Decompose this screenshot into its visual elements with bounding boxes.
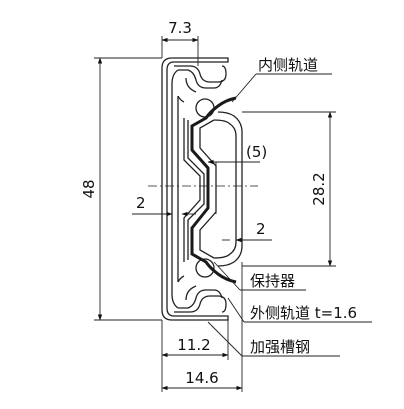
callout-inner-rail: 内侧轨道 bbox=[231, 56, 332, 103]
channel-outline bbox=[161, 57, 229, 321]
callout-channel: 加强槽钢 bbox=[207, 321, 340, 357]
dim-top-width: 7.3 bbox=[161, 19, 199, 66]
dim-bottom-total: 14.6 bbox=[161, 262, 243, 392]
dim-top-width-value: 7.3 bbox=[168, 19, 192, 37]
dim-bottom-total-value: 14.6 bbox=[185, 369, 218, 387]
dim-bottom-inner: 11.2 bbox=[161, 320, 229, 392]
outer-rail-top-curl bbox=[174, 65, 227, 83]
center-lines bbox=[148, 166, 258, 214]
bottom-ball bbox=[195, 258, 215, 278]
dim-inner-height: 28.2 bbox=[242, 111, 336, 267]
dim-gap-left-value: 2 bbox=[136, 194, 146, 212]
rail-profile bbox=[161, 57, 243, 321]
dim-pitch-value: (5) bbox=[246, 143, 267, 161]
callout-retainer: 保持器 bbox=[213, 261, 306, 291]
label-inner-rail: 内侧轨道 bbox=[258, 56, 318, 74]
dim-total-height: 48 bbox=[80, 57, 162, 321]
label-retainer: 保持器 bbox=[250, 272, 295, 290]
dim-inner-height-value: 28.2 bbox=[310, 172, 328, 205]
callout-outer-rail: 外侧轨道 t=1.6 bbox=[227, 297, 372, 323]
top-ball bbox=[195, 98, 215, 118]
dim-total-height-value: 48 bbox=[80, 179, 98, 198]
outer-rail-bottom-curl bbox=[174, 295, 227, 313]
label-channel: 加强槽钢 bbox=[250, 338, 310, 356]
label-outer-rail: 外侧轨道 t=1.6 bbox=[250, 304, 357, 322]
dim-bottom-inner-value: 11.2 bbox=[177, 336, 210, 354]
dim-gap-left: 2 bbox=[132, 194, 196, 217]
inner-rail bbox=[190, 96, 237, 284]
dim-pitch: (5) bbox=[207, 143, 267, 168]
dim-gap-right-value: 2 bbox=[256, 220, 266, 238]
dim-gap-right: 2 bbox=[222, 220, 272, 243]
retainer bbox=[183, 118, 201, 262]
inner-rail-body bbox=[217, 111, 243, 267]
